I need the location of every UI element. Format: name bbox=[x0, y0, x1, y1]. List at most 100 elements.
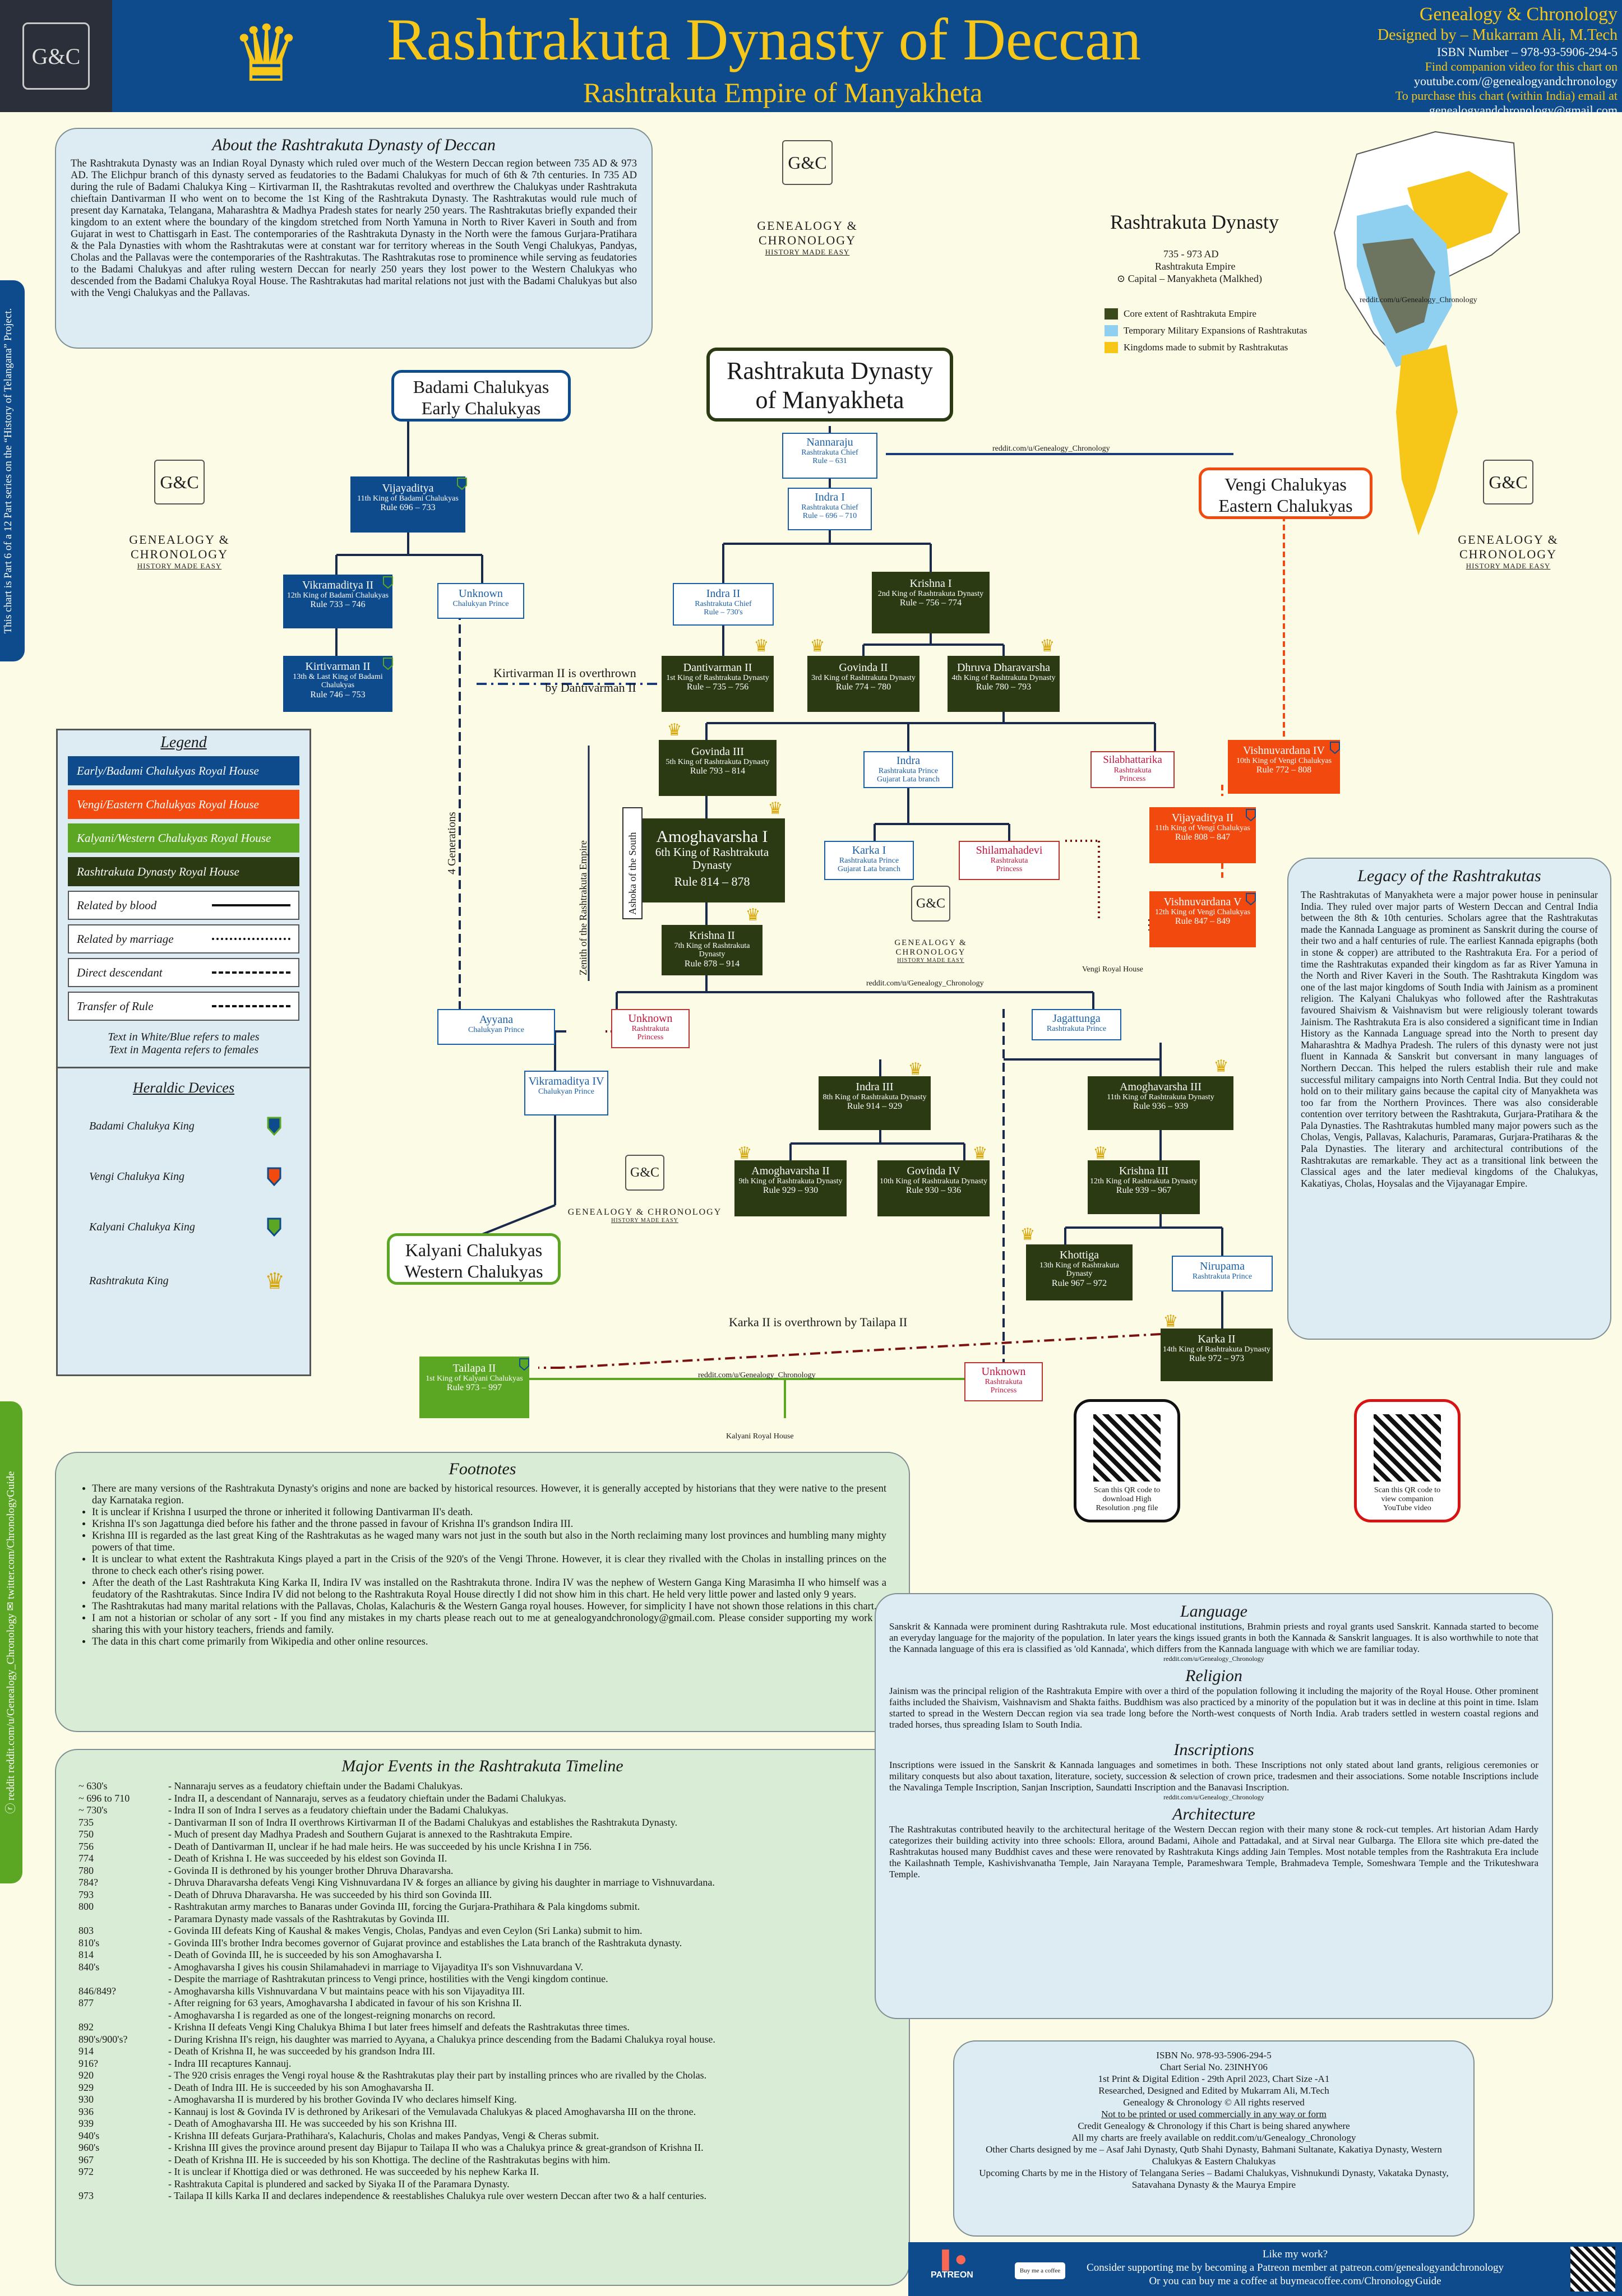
vengi-shield-icon bbox=[1246, 893, 1256, 905]
legend-line-descendant: Direct descendant bbox=[68, 958, 299, 987]
node-text: Vijayaditya II bbox=[1171, 812, 1234, 824]
email-link[interactable]: genealogyandchronology@gmail.com bbox=[1429, 103, 1618, 117]
legacy-title: Legacy of the Rashtrakutas bbox=[1357, 867, 1541, 885]
node-text: Krishna I bbox=[909, 577, 952, 590]
rashtrakuta-crown-icon: ♛ bbox=[737, 1144, 752, 1163]
node-text: Rule 847 – 849 bbox=[1175, 916, 1231, 927]
annotation-zenith: Zenith of the Rashtrakuta Empire bbox=[577, 840, 589, 975]
node-text: Rashtrakuta Prince bbox=[1192, 1272, 1253, 1281]
event-row: 936- Kannauj is lost & Govinda IV is det… bbox=[78, 2106, 886, 2118]
event-row: 960's- Krishna III gives the province ar… bbox=[78, 2142, 886, 2154]
node-text: 3rd King of Rashtrakuta Dynasty bbox=[811, 674, 916, 682]
india-map bbox=[1333, 131, 1521, 535]
language-text: Sanskrit & Kannada were prominent during… bbox=[889, 1621, 1538, 1654]
legend-kalyani: Kalyani/Western Chalukyas Royal House bbox=[68, 823, 299, 853]
node-text: 11th King of Vengi Chalukyas bbox=[1155, 824, 1250, 832]
annotation-overthrow-karka: Karka II is overthrown by Tailapa II bbox=[729, 1315, 908, 1329]
event-row: 939- Death of Amoghavarsha III. He was s… bbox=[78, 2118, 886, 2130]
legend-rashtrakuta: Rashtrakuta Dynasty Royal House bbox=[68, 857, 299, 886]
event-date: 750 bbox=[78, 1829, 94, 1840]
info-line: Researched, Designed and Edited by Mukar… bbox=[1098, 2085, 1329, 2096]
patreon-logo[interactable]: ❚● PATREON bbox=[931, 2247, 973, 2280]
map-legend-swatch-submit bbox=[1105, 342, 1118, 353]
gc-mark-top: G&C GENEALOGY & CHRONOLOGY HISTORY MADE … bbox=[712, 140, 903, 257]
event-text: - Despite the marriage of Rashtrakutan p… bbox=[168, 1973, 608, 1984]
node-text: Rule 939 – 967 bbox=[1116, 1186, 1172, 1196]
event-row: 800- Rashtrakutan army marches to Banara… bbox=[78, 1901, 886, 1913]
node-text: 5th King of Rashtrakuta Dynasty bbox=[666, 758, 770, 766]
annotation-overthrow-kirtivarman: Kirtivarman II is overthrown by Dantivar… bbox=[493, 666, 636, 695]
annotation-vengi-royal-house: Vengi Royal House bbox=[1082, 965, 1143, 974]
house-badami-chalukyas: Badami Chalukyas Early Chalukyas bbox=[391, 370, 571, 422]
info-line: All my charts are freely available on re… bbox=[1071, 2132, 1356, 2143]
reddit-watermark: reddit.com/u/Genealogy_Chronology bbox=[698, 1371, 816, 1380]
qr-code-icon bbox=[1093, 1414, 1161, 1482]
event-date: 803 bbox=[78, 1925, 94, 1936]
coffee-button[interactable]: Buy me a coffee bbox=[1015, 2262, 1065, 2279]
architecture-text: The Rashtrakutas contributed heavily to … bbox=[889, 1824, 1538, 1880]
house-rashtrakuta: Rashtrakuta Dynasty of Manyakheta bbox=[706, 348, 953, 422]
event-text: - Dhruva Dharavarsha defeats Vengi King … bbox=[168, 1877, 715, 1888]
node-text: Nannaraju bbox=[806, 436, 853, 448]
rashtrakuta-crown-icon: ♛ bbox=[908, 1060, 923, 1078]
node-text: Dantivarman II bbox=[683, 661, 752, 674]
event-row: 750- Much of present day Madhya Pradesh … bbox=[78, 1829, 886, 1841]
religion-text: Jainism was the principal religion of th… bbox=[889, 1686, 1538, 1730]
node-text: Unknown bbox=[628, 1012, 673, 1025]
qr-youtube[interactable]: Scan this QR code to view companion YouT… bbox=[1354, 1399, 1461, 1522]
rashtrakuta-crown-icon: ♛ bbox=[810, 637, 825, 655]
rashtrakuta-crown-icon: ♛ bbox=[972, 1144, 988, 1163]
node-text: 13th & Last King of Badami Chalukyas bbox=[293, 673, 383, 690]
qr-code-icon[interactable] bbox=[1570, 2247, 1615, 2292]
annotation-4-generations: 4 Generations bbox=[446, 812, 458, 874]
event-row: 929- Death of Indra III. He is succeeded… bbox=[78, 2082, 886, 2094]
event-date: 973 bbox=[78, 2190, 94, 2201]
event-row: 972- It is unclear if Khottiga died or w… bbox=[78, 2166, 886, 2178]
line-dotted-icon bbox=[212, 938, 290, 940]
event-row: 940's- Krishna III defeats Gurjara-Prath… bbox=[78, 2130, 886, 2142]
event-text: - Govinda II is dethroned by his younger… bbox=[168, 1864, 454, 1876]
event-date: 810's bbox=[78, 1937, 100, 1948]
node-text: Rashtrakuta Prince bbox=[1046, 1025, 1107, 1033]
event-date: ~ 696 to 710 bbox=[78, 1792, 130, 1804]
node-text: Karka II bbox=[1198, 1333, 1236, 1345]
youtube-link[interactable]: youtube.com/@genealogyandchronology bbox=[1414, 74, 1618, 88]
qr-download[interactable]: Scan this QR code to download High Resol… bbox=[1074, 1399, 1180, 1522]
